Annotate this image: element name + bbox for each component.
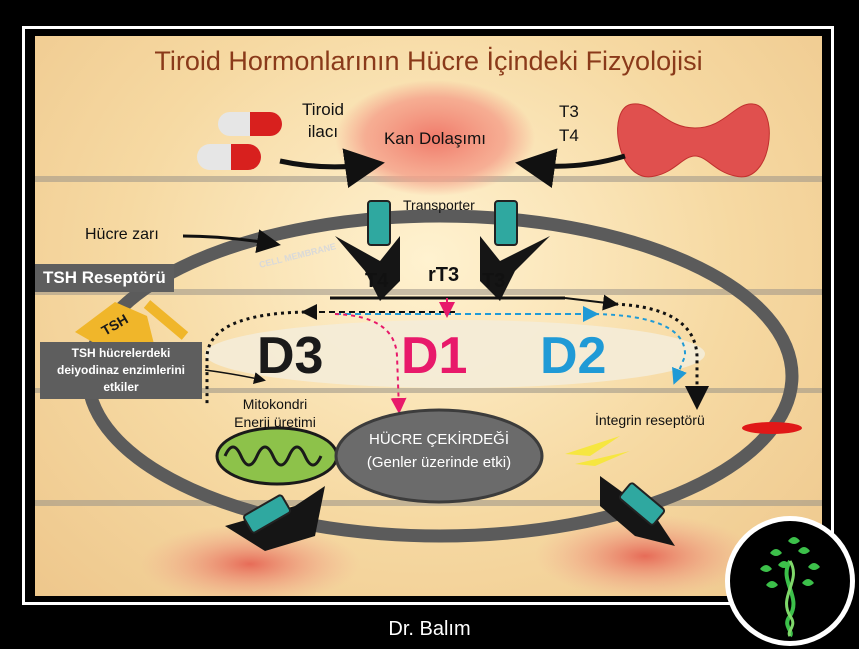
transporter-icon [335, 200, 550, 301]
d2-enzyme-label: D2 [540, 327, 607, 385]
nucleus-subtitle: (Genler üzerinde etki) [366, 454, 512, 471]
blood-label: Kan Dolaşımı [383, 129, 487, 148]
mitochondria-label-line2: Enerji üretimi [234, 414, 316, 430]
tsh-receptor-icon [75, 300, 189, 348]
cell-membrane-text: CELL MEMBRANE [258, 241, 337, 270]
tsh-receptor-label: TSH Reseptörü [35, 264, 174, 292]
nucleus-title: HÜCRE ÇEKİRDEĞİ [368, 431, 510, 448]
transporter-label: Transporter [403, 197, 475, 213]
hormone-rt3-label: rT3 [428, 264, 460, 286]
tsh-note-box: TSH hücrelerdeki deiyodinaz enzimlerini … [40, 342, 202, 399]
tree-dna-logo-icon [725, 516, 855, 646]
path-d1-loop [334, 313, 407, 414]
bottom-transporter-left [225, 486, 325, 551]
nucleus-text: HÜCRE ÇEKİRDEĞİ (Genler üzerinde etki) [341, 431, 537, 471]
page-title: Tiroid Hormonlarının Hücre İçindeki Fizy… [154, 46, 703, 76]
diagram-canvas: CELL MEMBRANE TSH [35, 80, 822, 596]
tsh-note-line1: TSH hücrelerdeki [71, 346, 171, 360]
mitochondria-icon [215, 426, 339, 486]
arrow-tsh-note [204, 369, 266, 384]
pill-icon [197, 112, 282, 170]
path-d2-loop [594, 313, 687, 385]
integrin-receptor-label: İntegrin reseptörü [595, 412, 705, 428]
drug-label-line1: Tiroid [302, 100, 344, 119]
deiodinase-zone [205, 320, 705, 388]
d1-enzyme-label: D1 [401, 327, 468, 385]
arrow-drug-to-blood [279, 148, 385, 188]
tsh-note-line2: deiyodinaz enzimlerini [56, 363, 186, 377]
blood-pool-right [535, 514, 755, 596]
arrow-cell-membrane [182, 229, 281, 254]
cell-membrane-label: Hücre zarı [85, 226, 159, 243]
outer-frame [22, 26, 834, 605]
author-name: Dr. Balım [388, 618, 471, 640]
thyroid-t3-label: T3 [559, 102, 579, 121]
integrin-receptor-icon [742, 422, 802, 434]
hormone-t3-label: T3 [482, 270, 506, 292]
tsh-note-line3: etkiler [103, 380, 139, 394]
bottom-transporter-right [600, 476, 675, 546]
thyroid-t4-label: T4 [559, 126, 579, 145]
mitochondria-label-line1: Mitokondri [242, 396, 308, 412]
arrow-thyroid-to-blood [515, 148, 626, 188]
thyroid-gland-icon [617, 103, 770, 178]
blood-circulation [335, 80, 535, 196]
drug-label-line2: ilacı [307, 122, 339, 141]
hormone-t4-label: T4 [365, 270, 389, 292]
cell-nucleus [334, 408, 544, 504]
light-burst-icon [565, 436, 630, 466]
arrow-to-right [564, 294, 619, 311]
diagram-panel: CELL MEMBRANE TSH Tiroid Hormonlarının H… [35, 36, 822, 596]
d3-enzyme-label: D3 [257, 327, 324, 385]
path-left-loop [205, 310, 306, 404]
blood-pool-left [140, 524, 360, 596]
